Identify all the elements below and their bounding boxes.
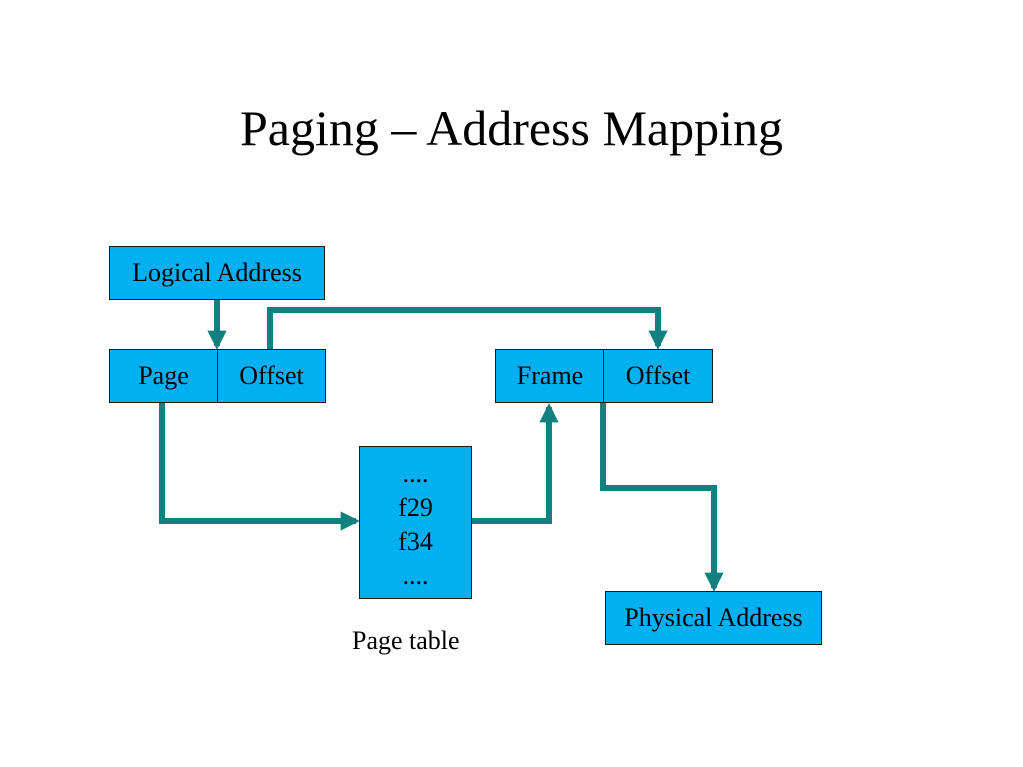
page-table-caption: Page table bbox=[352, 626, 460, 655]
logical-offset-label: Offset bbox=[239, 361, 304, 390]
page-label: Page bbox=[138, 361, 189, 390]
physical-offset-label: Offset bbox=[625, 361, 691, 390]
arrow-offset-to-offset bbox=[267, 307, 668, 350]
page-table-entry: f34 bbox=[398, 527, 433, 556]
physical-address-box: Physical Address bbox=[605, 591, 822, 645]
page-table-entry: f29 bbox=[398, 493, 433, 522]
logical-address-box: Logical Address bbox=[109, 246, 325, 300]
page-cell: Page bbox=[109, 349, 218, 403]
frame-cell: Frame bbox=[495, 349, 605, 403]
logical-address-label: Logical Address bbox=[132, 258, 302, 287]
slide-title: Paging – Address Mapping bbox=[239, 100, 784, 156]
frame-label: Frame bbox=[516, 361, 584, 390]
page-table-entry: .... bbox=[402, 561, 429, 590]
logical-offset-cell: Offset bbox=[217, 349, 326, 403]
arrow-table-to-frame bbox=[472, 403, 559, 524]
page-table-box: .... f29 f34 .... bbox=[359, 446, 472, 599]
physical-offset-cell: Offset bbox=[603, 349, 713, 403]
arrow-to-physical-address bbox=[600, 403, 724, 592]
page-table-entry: .... bbox=[402, 459, 429, 488]
physical-address-label: Physical Address bbox=[624, 603, 803, 632]
arrow-page-to-table bbox=[159, 403, 360, 531]
